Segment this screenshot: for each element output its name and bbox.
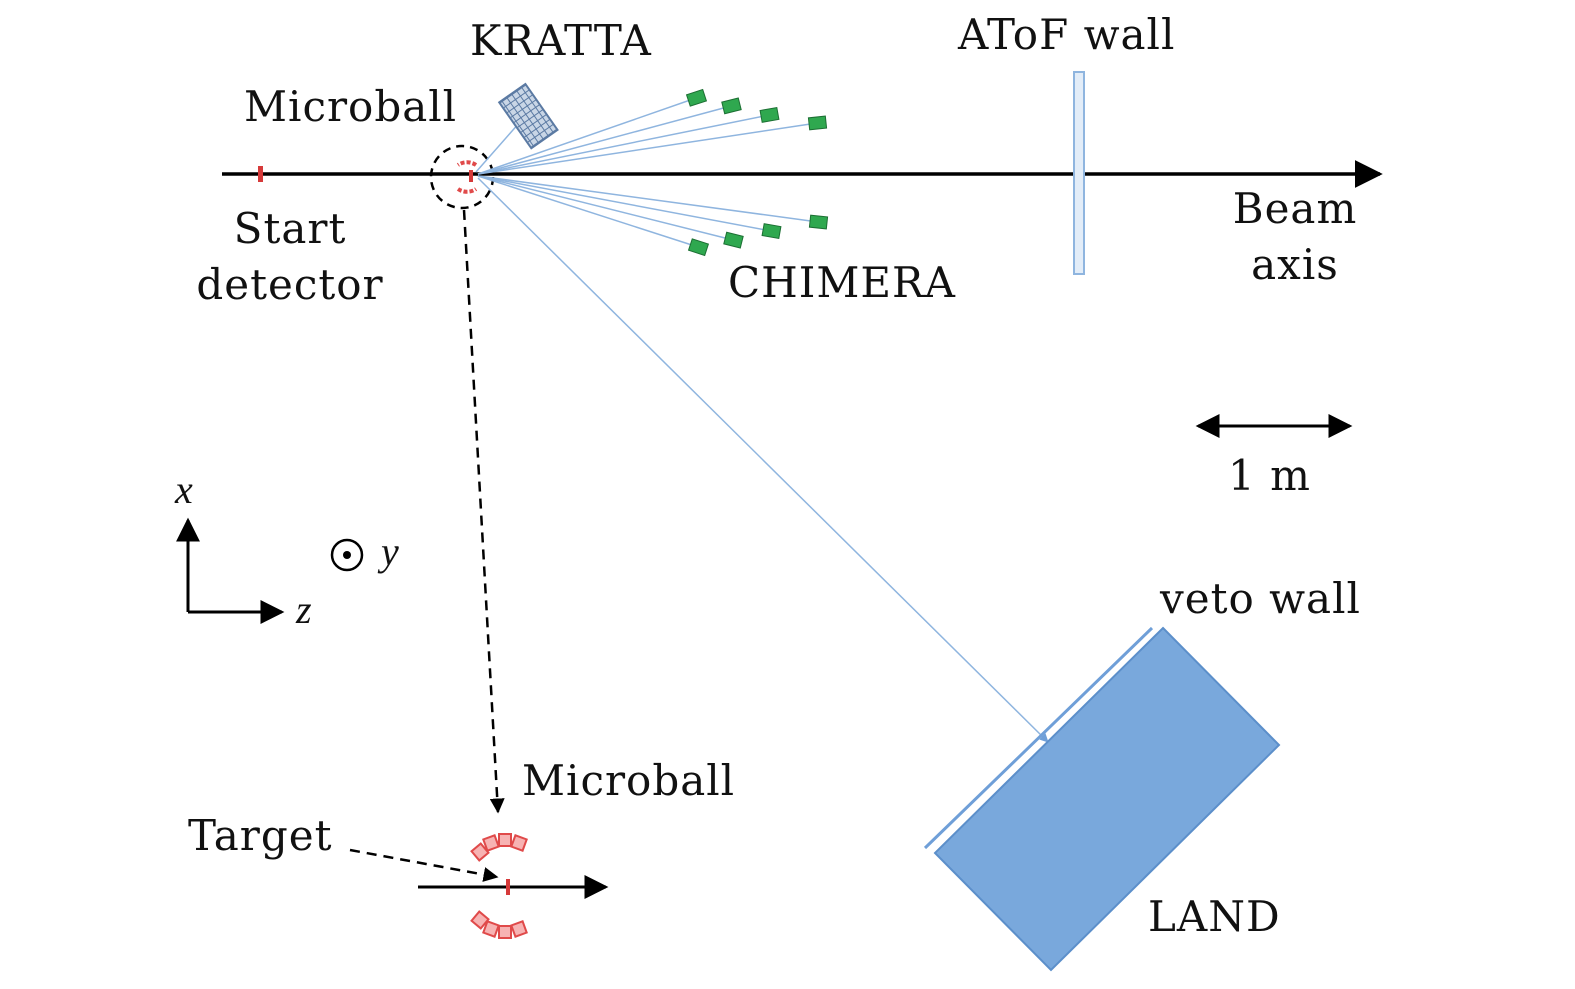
axis-z-label: z (296, 587, 313, 632)
target-label: Target (188, 811, 333, 860)
chimera-detector (808, 214, 829, 230)
chimera-detector (761, 223, 782, 240)
microball-small-arc-bottom (456, 187, 478, 194)
veto-wall (923, 626, 1154, 850)
chimera-detector (807, 115, 828, 131)
target-marker-top (469, 170, 473, 182)
chimera-detector (721, 97, 742, 115)
scale-label: 1 m (1228, 451, 1311, 500)
beam-axis-label-line1: Beam (1232, 184, 1358, 233)
kratta-line (475, 121, 521, 173)
axis-y-label: y (381, 529, 400, 574)
inset-microball-bottom (470, 910, 528, 939)
y-axis-out-of-plane-icon (330, 538, 364, 572)
axis-x-label: x (175, 467, 194, 512)
chimera-detector (759, 106, 780, 123)
microball-dashed-circle (429, 144, 495, 210)
start-detector-label-line2: detector (196, 260, 384, 309)
land-trajectory-line (477, 177, 1049, 743)
chimera-detector (723, 231, 744, 249)
land-label: LAND (1148, 892, 1281, 941)
atof-wall (1073, 71, 1085, 275)
chimera-detector (687, 238, 710, 257)
zoom-dashed-line (462, 209, 505, 814)
microball-inset-label: Microball (522, 756, 736, 805)
microball-top-label: Microball (244, 82, 458, 131)
inset-microball-top (470, 833, 528, 862)
veto-wall-label: veto wall (1160, 574, 1361, 623)
target-dashed-arrow (349, 848, 499, 882)
start-detector-marker (258, 166, 263, 182)
beam-axis-label-line2: axis (1251, 240, 1339, 289)
inset-target-marker (506, 879, 510, 895)
microball-small-arc (456, 160, 478, 167)
y-axis-dot (343, 551, 351, 559)
chimera-label: CHIMERA (728, 258, 956, 307)
chimera-lines (477, 97, 819, 248)
kratta-label: KRATTA (470, 16, 652, 65)
chimera-detector (685, 88, 708, 107)
start-detector-label-line1: Start (233, 204, 347, 253)
land-detector (933, 626, 1281, 972)
chimera-detectors (685, 88, 829, 257)
atof-wall-label: AToF wall (958, 10, 1176, 59)
kratta-detector (497, 82, 559, 150)
